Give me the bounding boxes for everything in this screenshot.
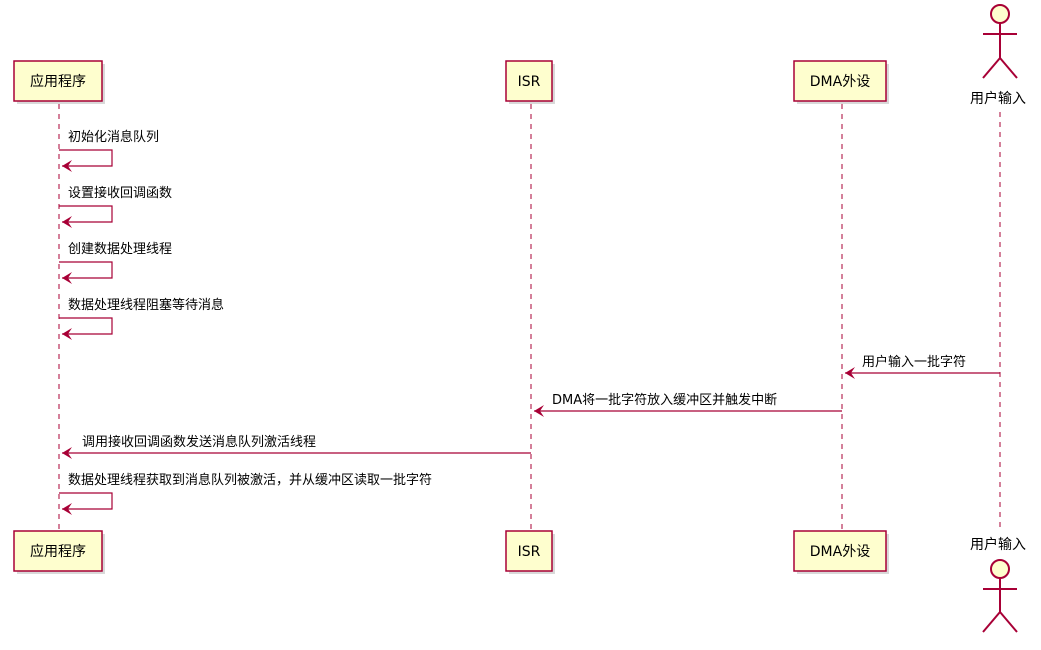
participant-app-bottom: 应用程序	[13, 530, 105, 574]
message-isr-to-app: 调用接收回调函数发送消息队列激活线程	[62, 434, 531, 459]
participant-isr-label-bottom: ISR	[518, 544, 541, 560]
message-label: 设置接收回调函数	[68, 185, 172, 201]
participant-dma-label-bottom: DMA外设	[810, 544, 870, 560]
message-self-1: 初始化消息队列	[59, 129, 159, 172]
participant-dma-bottom: DMA外设	[793, 530, 889, 574]
participant-isr-bottom: ISR	[505, 530, 555, 574]
participant-isr-label: ISR	[518, 74, 541, 90]
message-user-to-dma: 用户输入一批字符	[845, 354, 1000, 379]
message-dma-to-isr: DMA将一批字符放入缓冲区并触发中断	[534, 392, 842, 417]
actor-user-bottom: 用户输入	[970, 536, 1026, 633]
actor-head-icon	[990, 4, 1010, 24]
participant-app-label: 应用程序	[30, 73, 86, 90]
participant-user-label-bottom: 用户输入	[970, 536, 1026, 553]
message-label: 调用接收回调函数发送消息队列激活线程	[82, 434, 316, 450]
participant-isr-top: ISR	[505, 60, 555, 104]
message-label: 数据处理线程阻塞等待消息	[68, 297, 224, 313]
message-label: 数据处理线程获取到消息队列被激活，并从缓冲区读取一批字符	[68, 472, 432, 488]
participant-dma-label: DMA外设	[810, 74, 870, 90]
message-label: 创建数据处理线程	[68, 242, 172, 257]
participant-app-label-bottom: 应用程序	[30, 543, 86, 560]
message-self-4: 数据处理线程阻塞等待消息	[59, 297, 224, 340]
message-self-5: 数据处理线程获取到消息队列被激活，并从缓冲区读取一批字符	[59, 472, 432, 515]
message-label: 用户输入一批字符	[862, 354, 966, 370]
participant-dma-top: DMA外设	[793, 60, 889, 104]
message-self-2: 设置接收回调函数	[59, 185, 172, 228]
participant-app-top: 应用程序	[13, 60, 105, 104]
message-self-3: 创建数据处理线程	[59, 242, 172, 284]
message-label: DMA将一批字符放入缓冲区并触发中断	[552, 392, 777, 408]
actor-user-top: 用户输入	[970, 4, 1026, 107]
message-label: 初始化消息队列	[68, 129, 159, 145]
actor-head-icon	[990, 559, 1010, 579]
participant-user-label: 用户输入	[970, 90, 1026, 107]
